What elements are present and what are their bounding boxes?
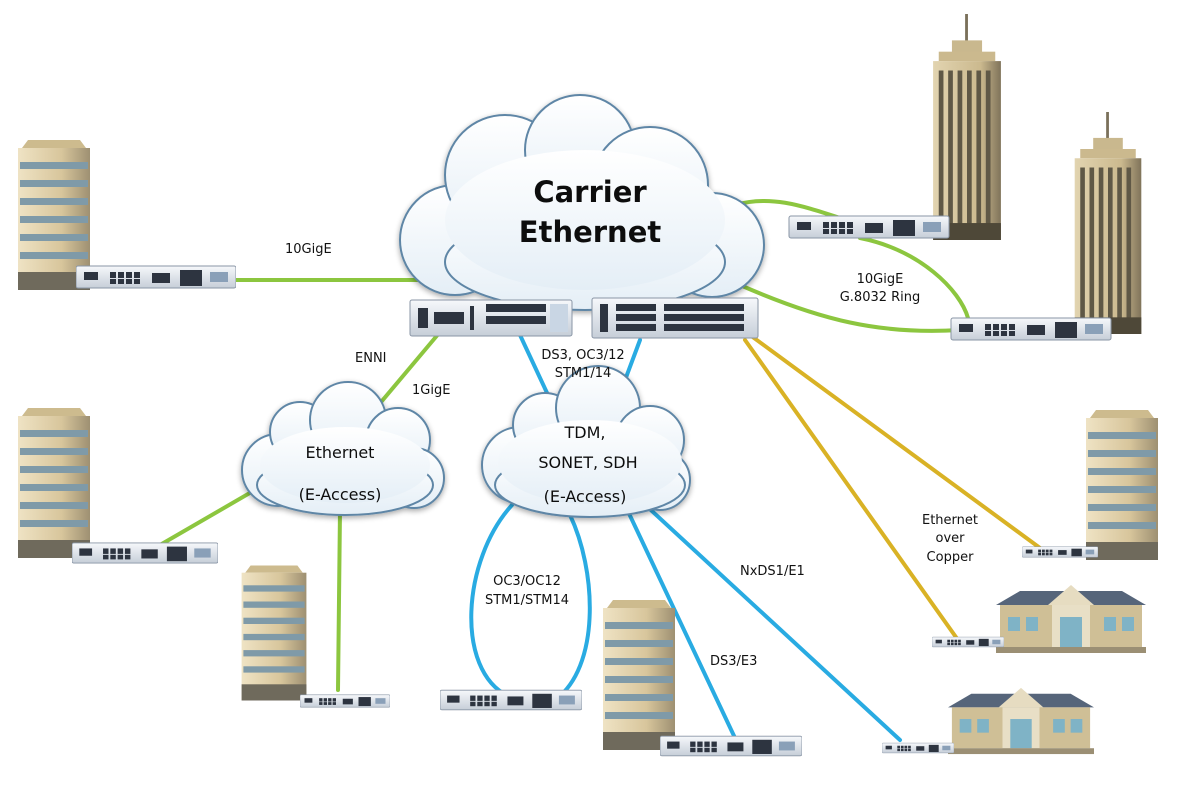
network-switch-icon: [660, 735, 802, 757]
label-copper-line3: Copper: [927, 550, 975, 565]
label-10gige-left: 10GigE: [285, 242, 332, 257]
cloud-carrier-ethernet: Carrier Ethernet: [399, 94, 765, 311]
cloud-tdm-access: TDM, SONET, SDH (E-Access): [481, 365, 691, 518]
cloud-tdm-line1: TDM,: [564, 423, 606, 442]
network-switch-icon: [76, 265, 236, 289]
skyscraper-icon: [933, 14, 1001, 240]
label-ds3oc-line2: STM1/14: [555, 366, 612, 381]
link-copper-2: [748, 333, 1042, 550]
link-eth-building-left: [158, 488, 257, 547]
cloud-eth-line2: (E-Access): [299, 485, 382, 504]
network-switch-icon: [788, 215, 950, 239]
link-ring-lower: [738, 283, 962, 333]
network-switch-icon: [932, 636, 1004, 648]
link-ring-right: [858, 236, 970, 320]
network-switch-icon: [950, 317, 1112, 341]
label-oc-ring-line2: STM1/STM14: [485, 593, 569, 608]
link-copper-1: [743, 338, 960, 642]
office-tower-icon: [18, 408, 90, 558]
skyscraper-icon: [1074, 112, 1142, 334]
house-icon: [996, 585, 1146, 653]
core-chassis-left: [409, 299, 573, 337]
label-nxds1: NxDS1/E1: [740, 564, 805, 579]
cloud-ethernet-access: Ethernet (E-Access): [241, 381, 445, 516]
cloud-eth-line1: Ethernet: [306, 443, 375, 462]
label-enni: ENNI: [355, 351, 387, 366]
office-tower-icon: [1086, 410, 1158, 560]
cloud-tdm-line3: (E-Access): [544, 487, 627, 506]
network-switch-icon: [1022, 546, 1098, 558]
label-1gige: 1GigE: [412, 383, 450, 398]
network-switch-icon: [72, 542, 218, 564]
network-switch-icon: [440, 689, 582, 711]
link-ds3e3: [623, 503, 737, 740]
label-ring-line1: 10GigE: [857, 272, 904, 287]
cloud-tdm-line2: SONET, SDH: [538, 453, 637, 472]
link-labels: 10GigE 10GigE G.8032 Ring ENNI 1GigE DS3…: [285, 242, 978, 669]
house-icon: [948, 687, 1094, 755]
links: [158, 198, 1042, 742]
core-chassis-right: [591, 297, 759, 339]
office-tower-icon: [241, 565, 307, 701]
cloud-core-line2: Ethernet: [519, 215, 662, 249]
label-ds3e3: DS3/E3: [710, 654, 757, 669]
label-ring-line2: G.8032 Ring: [840, 290, 921, 305]
office-tower-icon: [603, 600, 675, 750]
label-ds3oc-line1: DS3, OC3/12: [541, 348, 624, 363]
label-copper-line1: Ethernet: [922, 513, 978, 528]
label-copper-line2: over: [936, 531, 966, 546]
label-oc-ring-line1: OC3/OC12: [493, 574, 561, 589]
network-switch-icon: [882, 742, 954, 754]
link-oc-ring: [469, 503, 592, 698]
network-switch-icon: [300, 694, 390, 708]
cloud-core-line1: Carrier: [533, 175, 647, 209]
link-nxds1: [638, 498, 902, 742]
link-ring-top: [733, 198, 842, 220]
link-eth-building-lower: [336, 508, 342, 692]
